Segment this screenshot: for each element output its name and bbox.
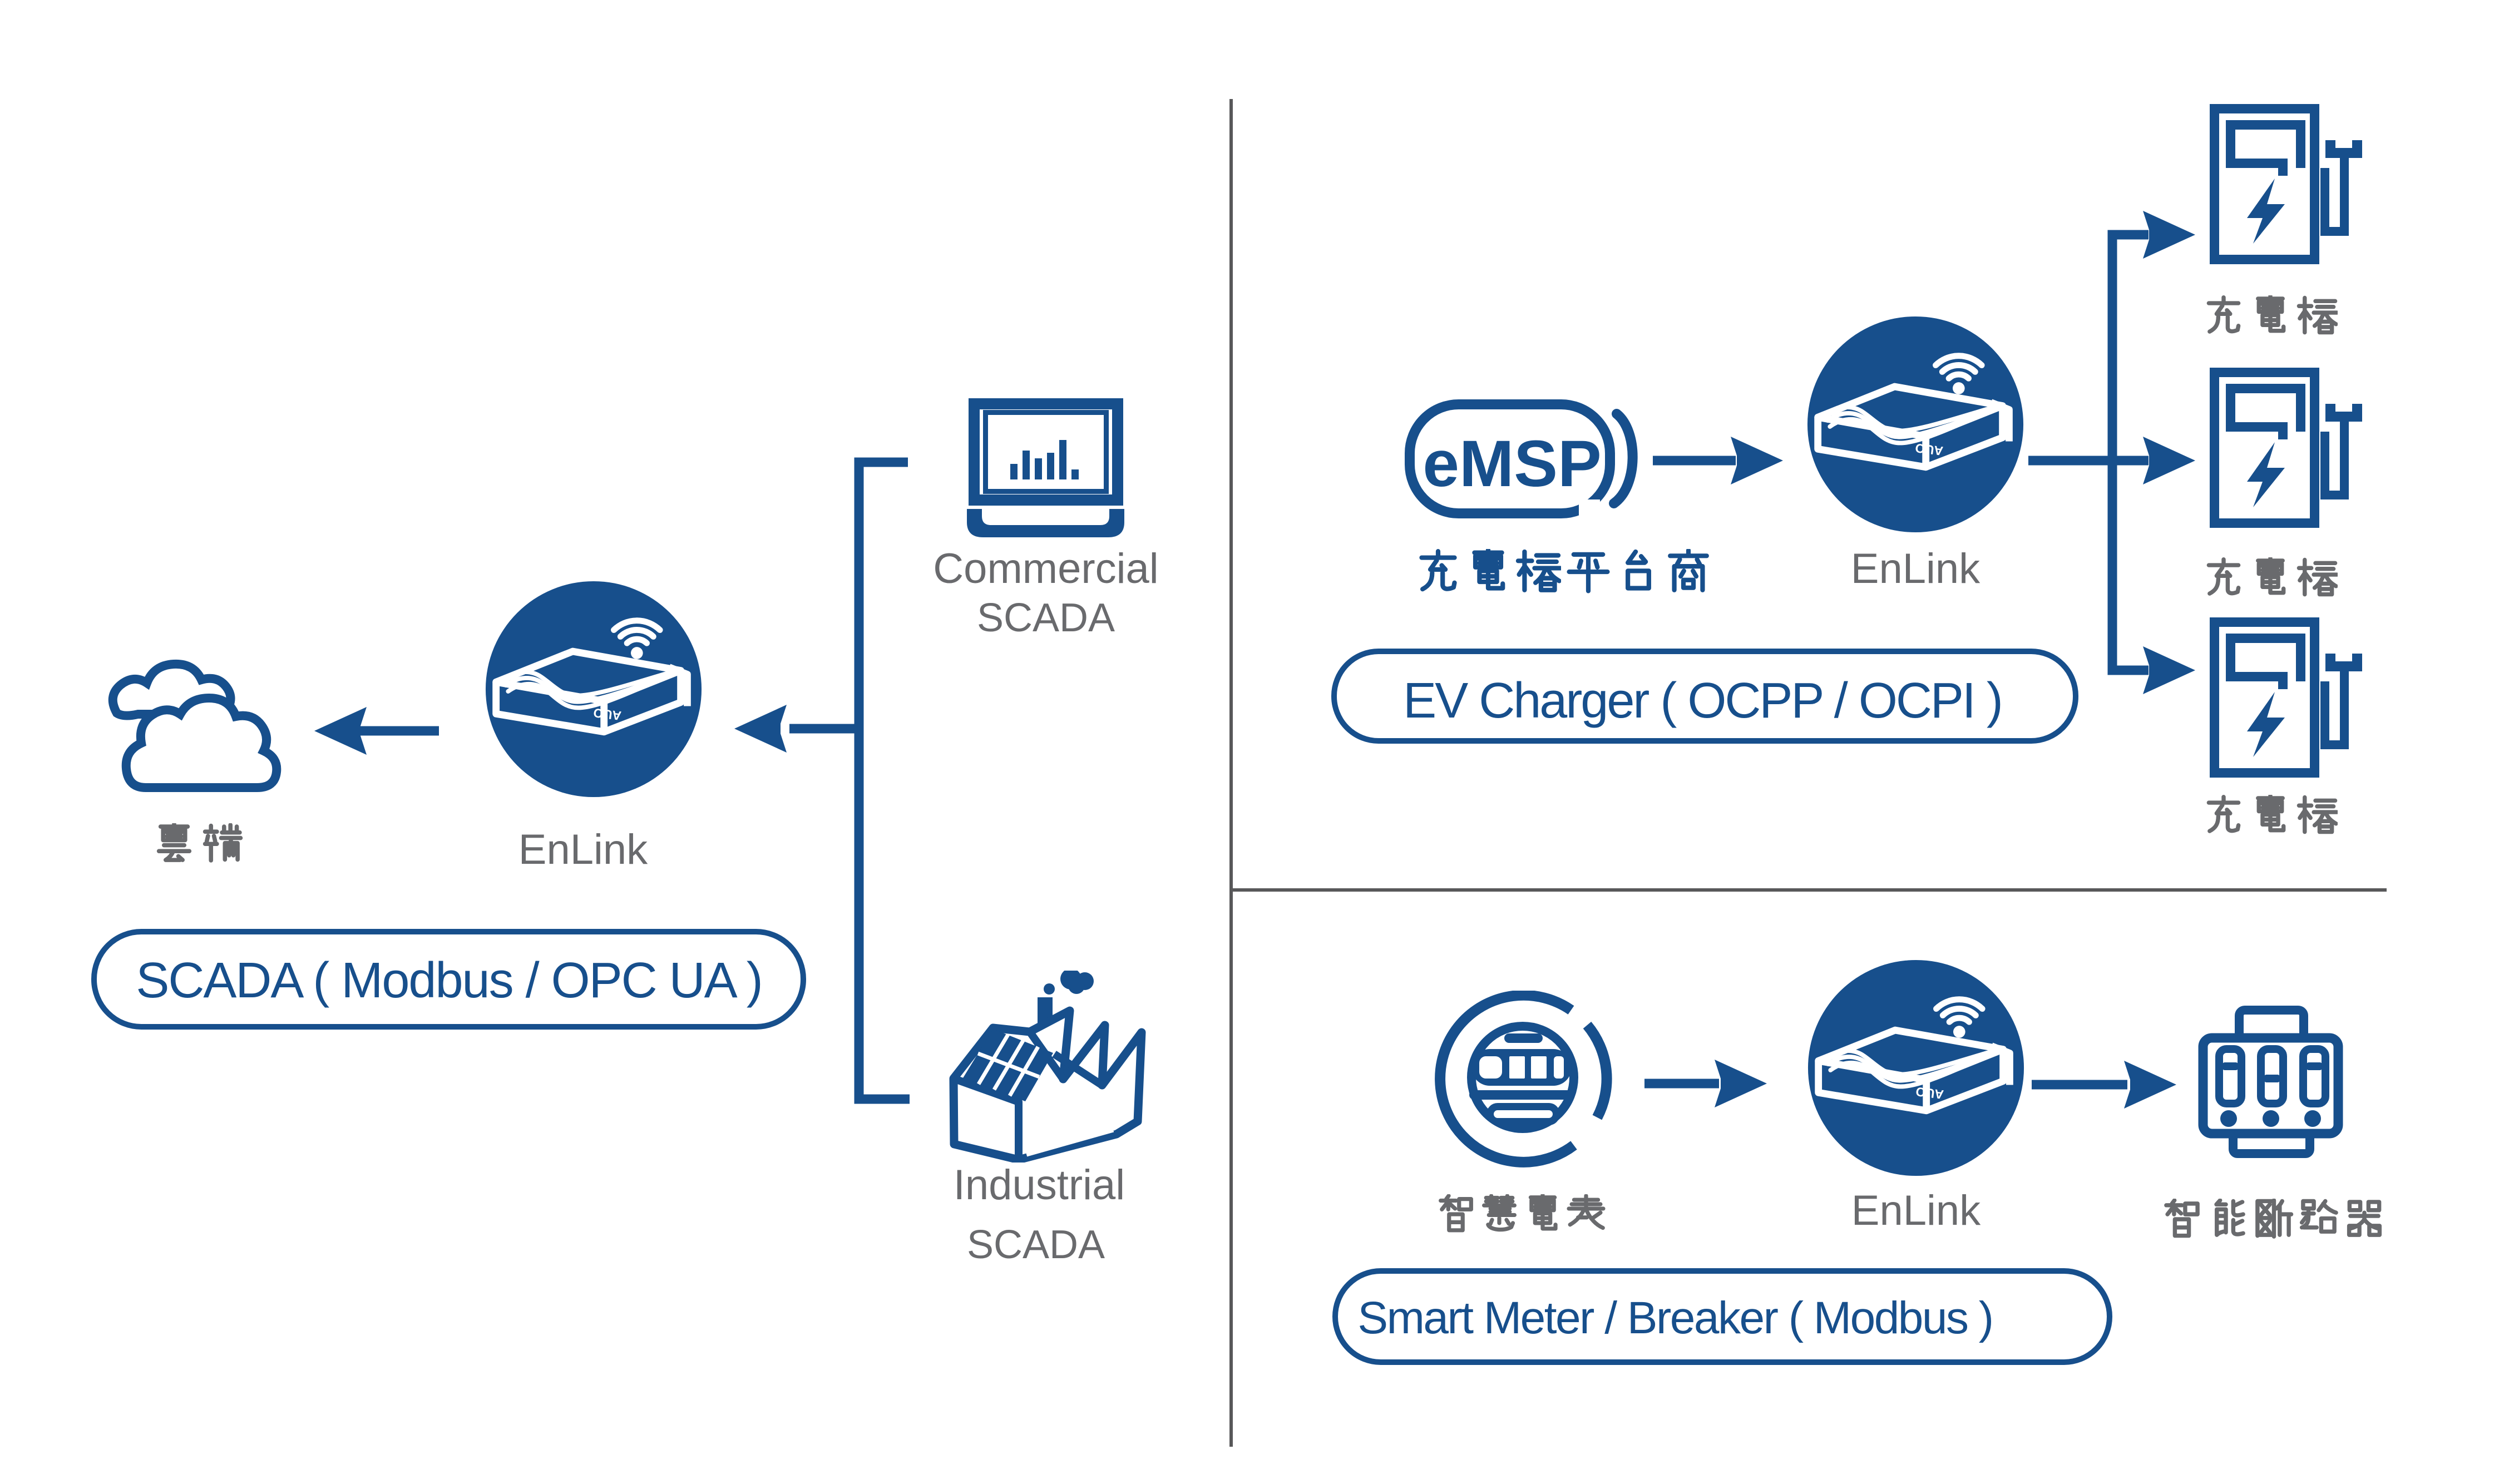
svg-text:SCADA ( Modbus / OPC UA ): SCADA ( Modbus / OPC UA ) [136, 953, 762, 1008]
svg-text:SCADA: SCADA [967, 1223, 1105, 1267]
svg-text:EnLink: EnLink [1851, 1187, 1981, 1234]
svg-text:SCADA: SCADA [977, 596, 1115, 640]
svg-text:EnLink: EnLink [1851, 545, 1981, 592]
svg-text:Industrial: Industrial [954, 1161, 1125, 1209]
svg-text:EnLink: EnLink [518, 826, 648, 873]
svg-text:Commercial: Commercial [933, 545, 1158, 592]
svg-text:EV Charger ( OCPP / OCPI ): EV Charger ( OCPP / OCPI ) [1403, 673, 2002, 729]
svg-text:eMSP: eMSP [1423, 427, 1601, 501]
svg-text:Smart Meter / Breaker ( Modbus: Smart Meter / Breaker ( Modbus ) [1357, 1293, 1992, 1343]
